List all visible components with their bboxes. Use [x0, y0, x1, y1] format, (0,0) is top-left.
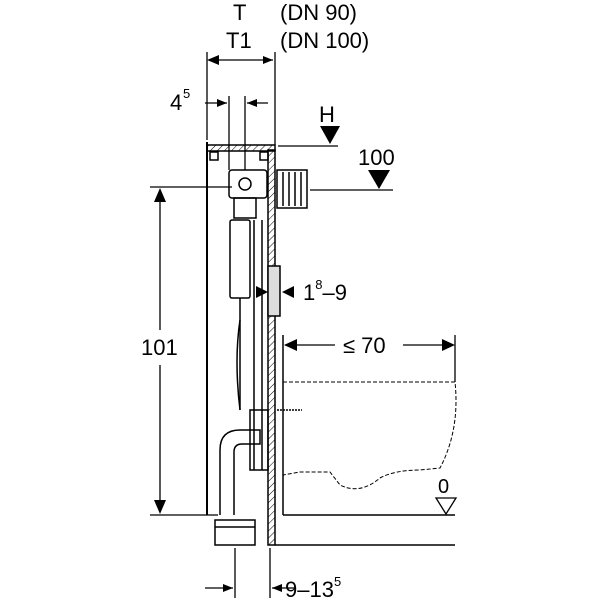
level-100-triangle: [368, 170, 390, 189]
label-t1-dn: (DN 100): [280, 28, 369, 53]
floor-level-triangle: [434, 497, 458, 516]
label-dim-18: 18–9: [303, 277, 347, 305]
installation-frame: [206, 142, 455, 546]
label-70: ≤ 70: [343, 333, 386, 358]
label-h: H: [319, 102, 335, 127]
toilet-outline: [282, 381, 457, 490]
label-t1: T1: [226, 28, 252, 53]
h-triangle: [320, 126, 340, 144]
label-zero: 0: [438, 476, 449, 498]
label-dim-9: 9–135: [285, 574, 341, 600]
label-t-dn: (DN 90): [280, 0, 357, 25]
label-dim-4-sup: 5: [183, 86, 190, 101]
dimension-4-5: [205, 96, 268, 170]
label-100: 100: [358, 145, 395, 170]
dimension-t: [206, 52, 276, 145]
label-101: 101: [141, 335, 178, 360]
dimension-101: [150, 186, 232, 516]
label-dim-4: 4: [170, 90, 182, 115]
label-t: T: [233, 0, 246, 25]
dimension-9-13: [205, 548, 295, 598]
dimension-70: [284, 335, 456, 382]
dimension-18-arrows: [256, 286, 294, 298]
